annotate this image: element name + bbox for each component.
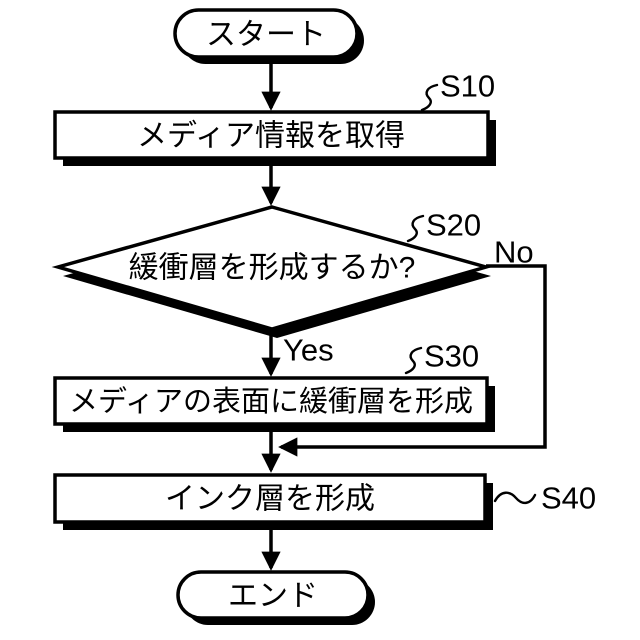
step-label-s30: S30 xyxy=(424,339,479,374)
end-label: エンド xyxy=(228,580,318,613)
process-s30-label: メディアの表面に緩衝層を形成 xyxy=(69,385,473,418)
yes-label: Yes xyxy=(283,333,334,368)
s20-leader-squiggle-icon xyxy=(406,214,425,243)
step-label-s40: S40 xyxy=(541,481,596,516)
no-branch-line xyxy=(278,264,547,457)
step-label-s20: S20 xyxy=(426,208,481,243)
s30-leader-squiggle-icon xyxy=(404,346,423,375)
no-label: No xyxy=(494,235,534,270)
step-label-s10: S10 xyxy=(440,69,495,104)
decision-s20-label: 緩衝層を形成するか? xyxy=(129,252,416,285)
process-s40-box xyxy=(53,473,487,524)
end-terminal xyxy=(176,570,370,620)
process-s40-label: インク層を形成 xyxy=(165,483,375,516)
start-terminal xyxy=(173,8,359,59)
process-s30-box xyxy=(53,376,489,426)
start-label: スタート xyxy=(206,19,326,52)
process-s10-box xyxy=(53,110,490,160)
process-s10-label: メディア情報を取得 xyxy=(137,120,405,153)
s40-leader-tilde-icon xyxy=(493,491,537,505)
s10-leader-squiggle-icon xyxy=(420,83,439,112)
decision-s20-diamond xyxy=(51,205,493,331)
